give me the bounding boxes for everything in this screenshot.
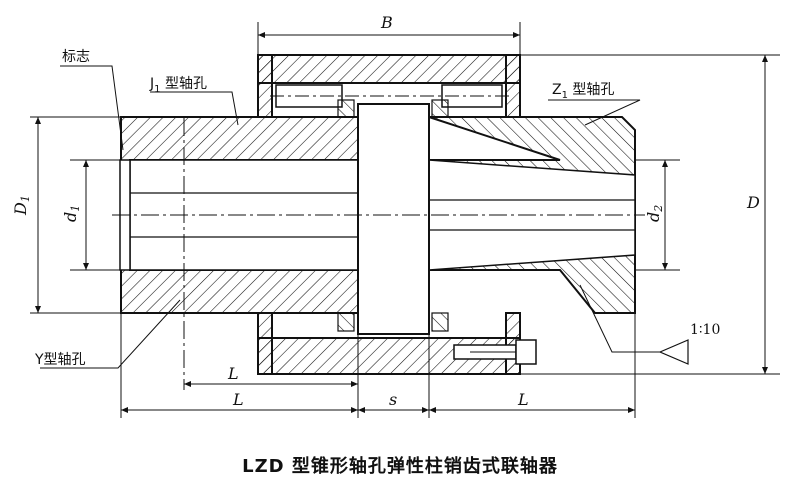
leader-lines: [40, 65, 688, 369]
figure-caption: LZD 型锥形轴孔弹性柱销齿式联轴器: [242, 456, 558, 477]
dimension-lines: [30, 22, 780, 418]
taper-arrow-icon: [658, 339, 689, 365]
dim-L-left: L: [232, 390, 244, 409]
dim-L-right: L: [517, 390, 529, 409]
dim-D: D: [746, 193, 760, 212]
label-z1-hole: Z1 型轴孔: [552, 82, 614, 101]
dim-B: B: [380, 13, 393, 32]
dim-D1: D1: [11, 195, 32, 216]
dim-d1: d1: [61, 205, 82, 222]
dim-d2: d2: [644, 205, 665, 222]
center-lines: [112, 118, 645, 390]
outer-ring-bottom: [257, 312, 537, 375]
outer-ring-top: [257, 54, 521, 118]
dim-L-upper: L: [227, 364, 239, 383]
label-y-hole: Y型轴孔: [34, 352, 86, 368]
dim-s: s: [389, 390, 397, 409]
label-biaozhi: 标志: [62, 49, 90, 65]
center-shaft-gap: [357, 103, 430, 335]
label-j1-hole: J1 型轴孔: [149, 76, 207, 95]
label-taper-ratio: 1∶10: [690, 322, 720, 338]
